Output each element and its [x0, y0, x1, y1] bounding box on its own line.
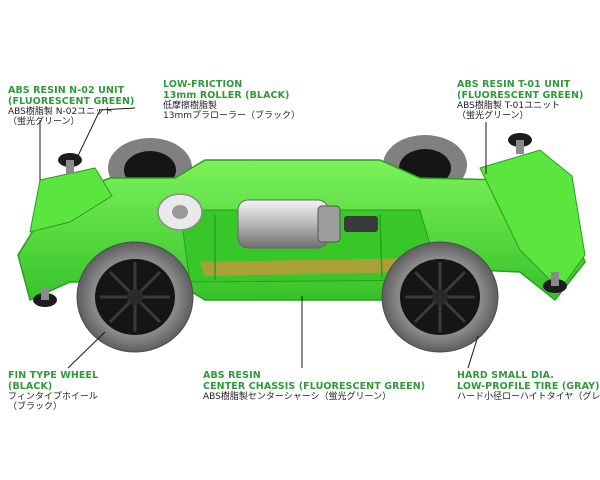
roller-en-line2: 13mm ROLLER (BLACK) [163, 89, 290, 101]
t01-en-line1: ABS RESIN T-01 UNIT [457, 79, 571, 90]
roller-front-right [508, 133, 532, 154]
tire-en-line1: HARD SMALL DIA. [457, 370, 554, 381]
center-en-line2: CENTER CHASSIS (FLUORESCENT GREEN) [203, 380, 426, 392]
t01-jp-line2: （蛍光グリーン） [457, 111, 529, 122]
t01-jp-line1: ABS樹脂製 T-01ユニット [457, 101, 561, 112]
callout-t01-unit: ABS RESIN T-01 UNIT (FLUORESCENT GREEN) … [457, 79, 584, 122]
tire-jp-line1: ハード小径ローハイトタイヤ（グレイ） [457, 392, 600, 403]
center-en-line1: ABS RESIN [203, 370, 261, 381]
callout-wheel: FIN TYPE WHEEL (BLACK) フィンタイプホイール （ブラック） [8, 370, 99, 413]
front-left-wheel [76, 241, 194, 353]
wheel-jp-line1: フィンタイプホイール [8, 392, 98, 403]
wheel-jp-line2: （ブラック） [8, 402, 63, 413]
n02-jp-line2: （蛍光グリーン） [8, 117, 80, 128]
callout-tire: HARD SMALL DIA. LOW-PROFILE TIRE (GRAY) … [457, 370, 600, 403]
motor [237, 199, 378, 249]
n02-en-line2: (FLUORESCENT GREEN) [8, 95, 135, 107]
gear [157, 193, 203, 231]
t01-en-line2: (FLUORESCENT GREEN) [457, 89, 584, 101]
leader-tire [467, 335, 479, 369]
center-jp-line1: ABS樹脂製センターシャーシ（蛍光グリーン） [203, 392, 392, 403]
front-right-wheel [381, 241, 499, 353]
leader-lines [39, 107, 487, 369]
roller-en-line1: LOW-FRICTION [163, 79, 243, 90]
n02-en-line1: ABS RESIN N-02 UNIT [8, 85, 125, 96]
callout-center-chassis: ABS RESIN CENTER CHASSIS (FLUORESCENT GR… [203, 370, 426, 403]
tire-en-line2: LOW-PROFILE TIRE (GRAY) [457, 380, 600, 392]
callout-roller: LOW-FRICTION 13mm ROLLER (BLACK) 低摩擦樹脂製 … [163, 79, 300, 122]
n02-jp-line1: ABS樹脂製 N-02ユニット [8, 107, 114, 118]
wheel-en-line2: (BLACK) [8, 380, 53, 392]
roller-front-left [58, 153, 82, 174]
roller-rear-right [543, 272, 567, 293]
roller-jp-line1: 低摩擦樹脂製 [163, 101, 218, 112]
roller-jp-line2: 13mmプラローラー（ブラック） [163, 111, 300, 122]
leader-wheel [67, 331, 106, 369]
callout-n02-unit: ABS RESIN N-02 UNIT (FLUORESCENT GREEN) … [8, 85, 135, 128]
wheel-en-line1: FIN TYPE WHEEL [8, 370, 99, 381]
roller-rear-left [33, 288, 57, 307]
leader-roller [75, 107, 136, 161]
